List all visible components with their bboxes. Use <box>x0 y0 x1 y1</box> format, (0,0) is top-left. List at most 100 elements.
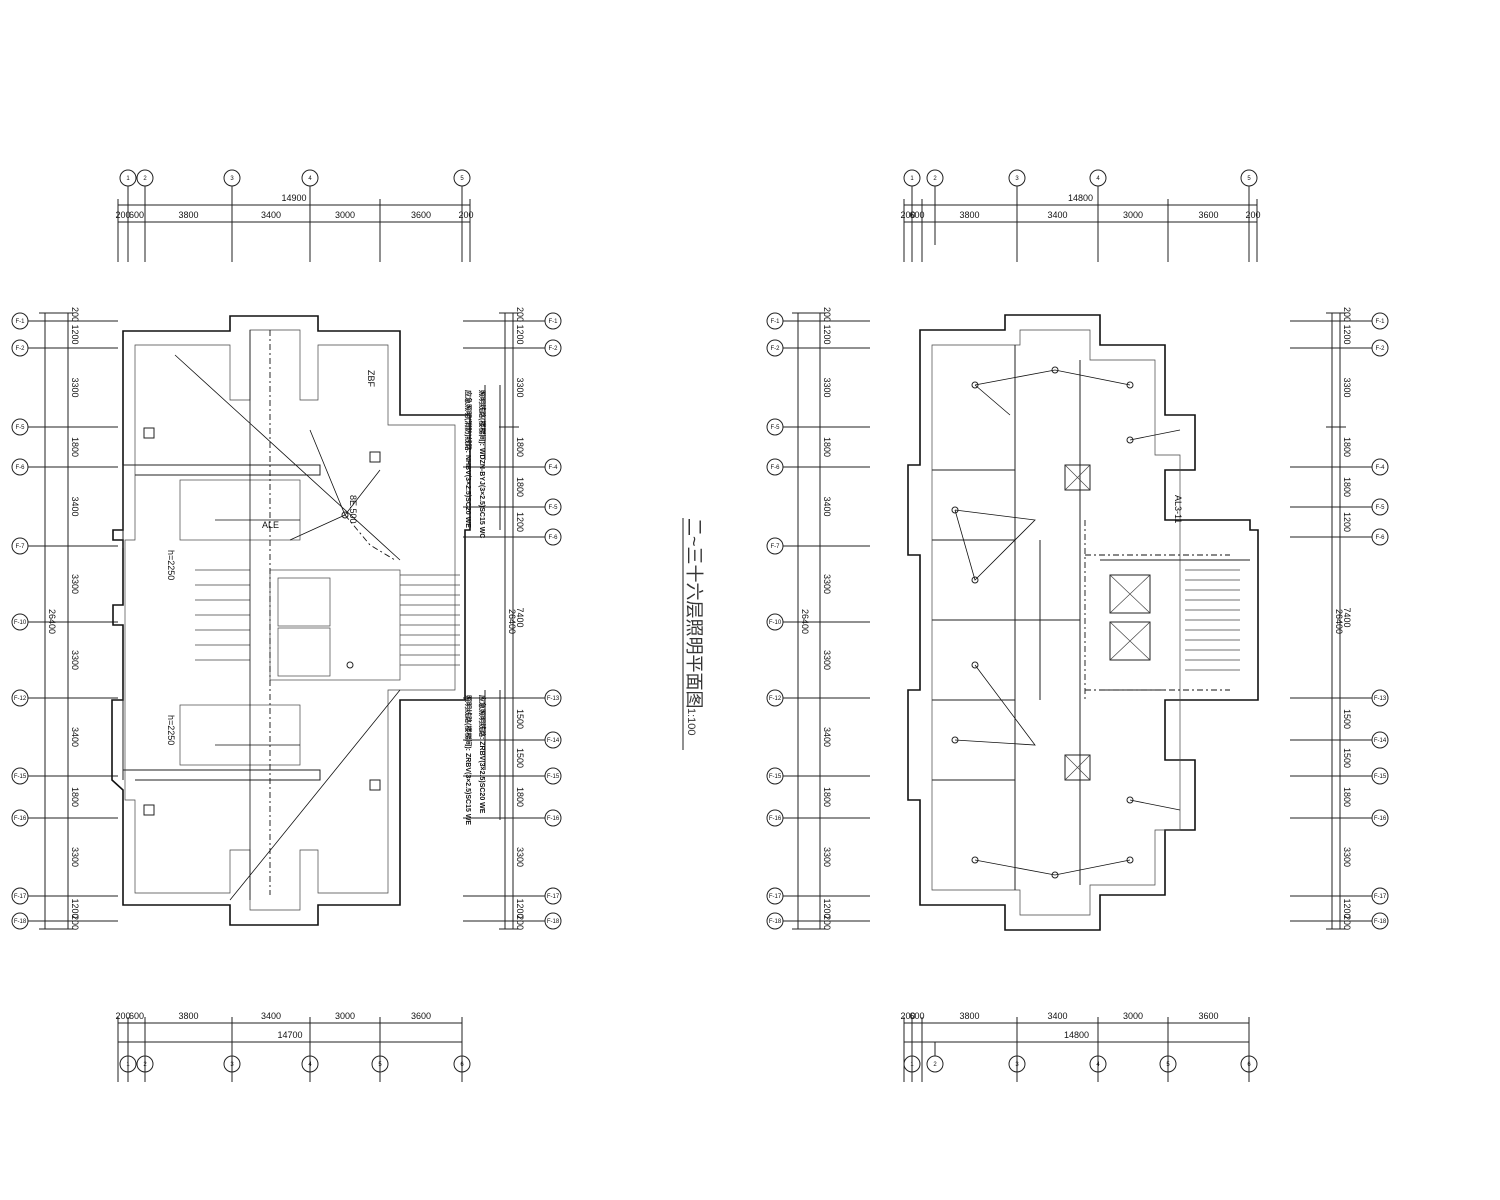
axis-label: F-18 <box>14 919 27 925</box>
axis-label: F-7 <box>771 544 781 550</box>
axis-bubble <box>11 312 29 330</box>
axis-bubble <box>11 767 29 785</box>
axis-bubble <box>453 169 471 187</box>
axis-bubble <box>119 1055 137 1073</box>
dimension-value: 200 <box>70 915 80 930</box>
dimension-value: 1200 <box>1342 899 1352 919</box>
dimension-value: 1800 <box>1342 437 1352 457</box>
axis-label: 6 <box>460 1062 464 1068</box>
axis-bubble <box>371 1055 389 1073</box>
dimension-value: 3400 <box>70 727 80 747</box>
dimension-value: 3400 <box>261 210 281 220</box>
dimension-value: 3300 <box>515 847 525 867</box>
axis-bubble <box>1240 169 1258 187</box>
dimension-value: 3600 <box>411 210 431 220</box>
dimension-value: 3400 <box>1047 210 1067 220</box>
dimension-value: 1800 <box>70 787 80 807</box>
axis-label: F-18 <box>1374 919 1387 925</box>
annotation-note-4: 应急照明线路: ZRBV(3×2.5)SC20 WE <box>478 695 487 814</box>
axis-bubble <box>766 418 784 436</box>
dimension-value: 1200 <box>1342 512 1352 532</box>
axis-label: F-17 <box>547 894 560 900</box>
axis-bubble <box>766 689 784 707</box>
axis-bubble <box>1371 528 1389 546</box>
axis-bubble <box>903 169 921 187</box>
axis-bubble <box>1371 767 1389 785</box>
dimension-value: 3300 <box>515 378 525 398</box>
dimension-value: 3600 <box>1198 1011 1218 1021</box>
dimension-value: 1200 <box>515 325 525 345</box>
axis-label: F-12 <box>14 696 27 702</box>
dimension-value: 3800 <box>178 210 198 220</box>
annotation-note-1: 照明线路(楼梯间): WDZN-BYJ(3×2.5)SC15 WC <box>478 390 487 538</box>
axis-label: F-15 <box>14 774 27 780</box>
axis-label: F-15 <box>547 774 560 780</box>
axis-bubble <box>1371 458 1389 476</box>
dimension-value: 1800 <box>515 787 525 807</box>
axis-bubble <box>11 339 29 357</box>
axis-label: F-12 <box>769 696 782 702</box>
axis-label: F-17 <box>769 894 782 900</box>
annotation-note-2: 应急照明(消防)线路: NHBV(3×2.5)SC20 WE <box>464 390 473 528</box>
dimension-value: 200 <box>115 210 130 220</box>
axis-bubble <box>766 312 784 330</box>
axis-bubble <box>1371 689 1389 707</box>
axis-bubble <box>11 613 29 631</box>
axis-label: 3 <box>1015 176 1019 182</box>
axis-label: 4 <box>308 176 312 182</box>
dimension-value: 1500 <box>1342 748 1352 768</box>
axis-bubble <box>11 418 29 436</box>
axis-label: F-18 <box>547 919 560 925</box>
axis-bubble <box>903 1055 921 1073</box>
axis-bubble <box>1371 912 1389 930</box>
drawing-title-block: 二~三十六层照明平面图 1:100 <box>682 518 704 750</box>
dimension-value: 1800 <box>1342 787 1352 807</box>
dimension-value: 1800 <box>1342 477 1352 497</box>
axis-label: 4 <box>308 1062 312 1068</box>
axis-bubble <box>544 912 562 930</box>
axis-bubble <box>1008 1055 1026 1073</box>
axis-label: 2 <box>933 176 937 182</box>
axis-label: 5 <box>1166 1062 1170 1068</box>
axis-bubble <box>766 809 784 827</box>
axis-bubble <box>766 887 784 905</box>
drawing-title: 二~三十六层照明平面图 <box>684 518 704 709</box>
axis-bubble <box>223 1055 241 1073</box>
axis-label: F-10 <box>769 620 782 626</box>
dimension-value: 1500 <box>515 709 525 729</box>
axis-label: F-18 <box>769 919 782 925</box>
axis-label: F-5 <box>771 425 781 431</box>
dimension-value: 200 <box>70 307 80 322</box>
annotation-note-3: 照明线路(楼梯间): ZRBV(3×2.5)SC15 WE <box>464 695 473 825</box>
drawing-scale: 1:100 <box>685 708 697 736</box>
axis-label: F-5 <box>16 425 26 431</box>
axis-label: 6 <box>1247 1062 1251 1068</box>
axis-bubble <box>1240 1055 1258 1073</box>
dimension-value: 200 <box>1342 915 1352 930</box>
dimension-total: 14900 <box>281 193 306 203</box>
dimension-total: 14800 <box>1068 193 1093 203</box>
axis-bubble <box>544 498 562 516</box>
dimension-total: 26400 <box>1334 609 1344 634</box>
dimension-value: 3400 <box>822 497 832 517</box>
axis-label: F-6 <box>1376 535 1386 541</box>
level-label: 8E.500 <box>348 495 358 524</box>
axis-label: 4 <box>1096 1062 1100 1068</box>
axis-bubble <box>11 537 29 555</box>
right-floor-plan: AL3-11 <box>907 314 1259 931</box>
dimension-value: 3300 <box>70 378 80 398</box>
dimension-value: 3000 <box>1123 1011 1143 1021</box>
axis-label: F-7 <box>16 544 26 550</box>
dimension-value: 200 <box>900 1011 915 1021</box>
dimension-total: 14700 <box>277 1030 302 1040</box>
axis-bubble <box>766 912 784 930</box>
dimension-value: 3400 <box>70 497 80 517</box>
axis-label: F-6 <box>549 535 559 541</box>
height-label: h=2250 <box>166 715 176 745</box>
dimension-value: 600 <box>909 210 924 220</box>
dimension-total: 14800 <box>1064 1030 1089 1040</box>
dimension-value: 1500 <box>515 748 525 768</box>
axis-label: F-15 <box>769 774 782 780</box>
axis-label: F-6 <box>16 465 26 471</box>
